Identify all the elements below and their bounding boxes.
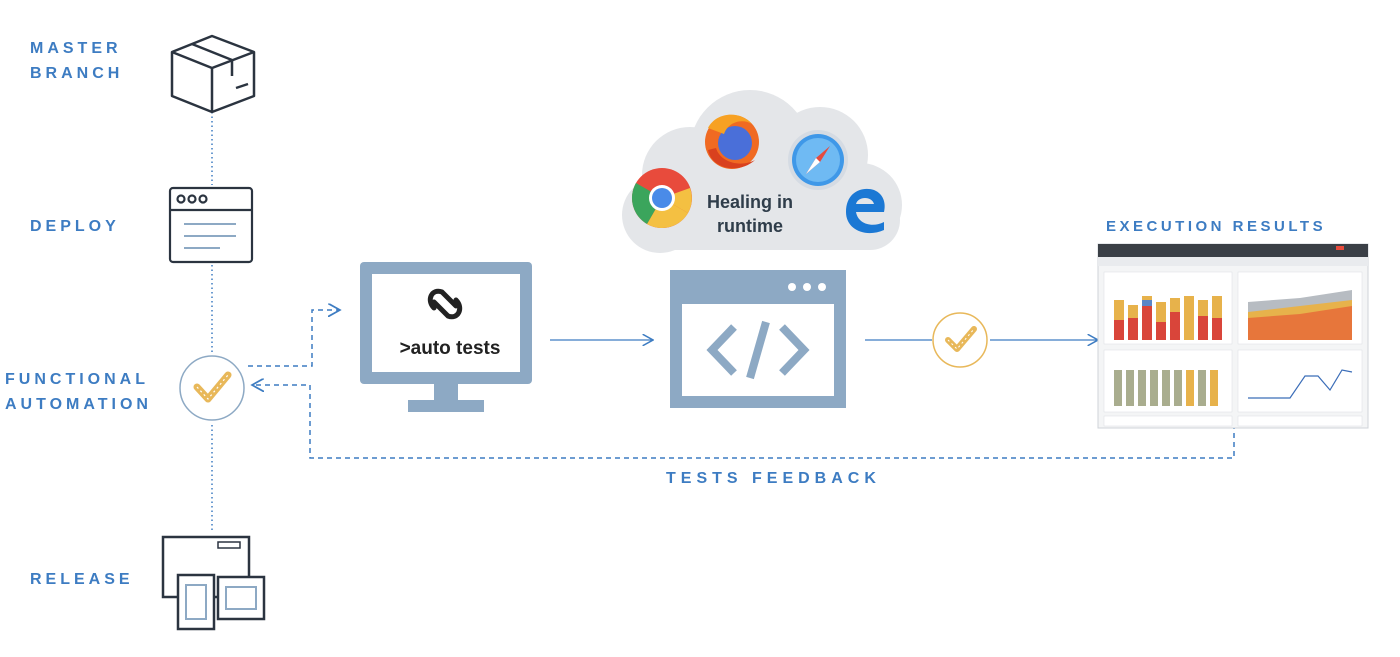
- feedback-loop: [252, 385, 1235, 459]
- monitor-label: >auto tests: [399, 338, 501, 359]
- master-branch-line2: BRANCH: [30, 65, 124, 82]
- functional-automation-line2: AUTOMATION: [5, 396, 152, 413]
- code-window-icon: [670, 270, 846, 408]
- cloud-label: Healing in runtime: [690, 190, 810, 238]
- check-circle-icon: [179, 355, 245, 421]
- deploy-line1: DEPLOY: [30, 218, 120, 235]
- safari-icon: [788, 130, 848, 190]
- stage-label-release: RELEASE: [30, 567, 134, 592]
- stage-label-deploy: DEPLOY: [30, 214, 120, 239]
- bar-chart-mini: [1114, 370, 1218, 406]
- functional-automation-line1: FUNCTIONAL: [5, 371, 149, 388]
- box-icon: [170, 34, 256, 114]
- devices-icon: [161, 535, 266, 631]
- edge-icon: [846, 188, 885, 234]
- release-line1: RELEASE: [30, 571, 134, 588]
- execution-results-title: EXECUTION RESULTS: [1106, 218, 1327, 235]
- monitor-icon: [360, 262, 532, 412]
- chrome-icon: [631, 168, 692, 229]
- cloud-label-line2: runtime: [716, 216, 783, 236]
- autotests-logo-icon: [427, 288, 463, 320]
- arrow-to-monitor: [248, 310, 340, 367]
- line-chart-mini: [1248, 369, 1353, 399]
- check-circle-icon: [932, 312, 988, 368]
- firefox-icon: [705, 114, 759, 169]
- cloud-label-line1: Healing in: [706, 192, 793, 212]
- browser-window-icon: [168, 186, 254, 264]
- stage-label-master-branch: MASTER BRANCH: [30, 36, 123, 86]
- bar-chart-mini: [1114, 296, 1222, 340]
- tests-feedback-label: TESTS FEEDBACK: [666, 470, 881, 487]
- dashboard-screenshot: [1097, 243, 1369, 429]
- master-branch-line1: MASTER: [30, 40, 122, 57]
- stage-label-functional-automation: FUNCTIONAL AUTOMATION: [5, 367, 152, 417]
